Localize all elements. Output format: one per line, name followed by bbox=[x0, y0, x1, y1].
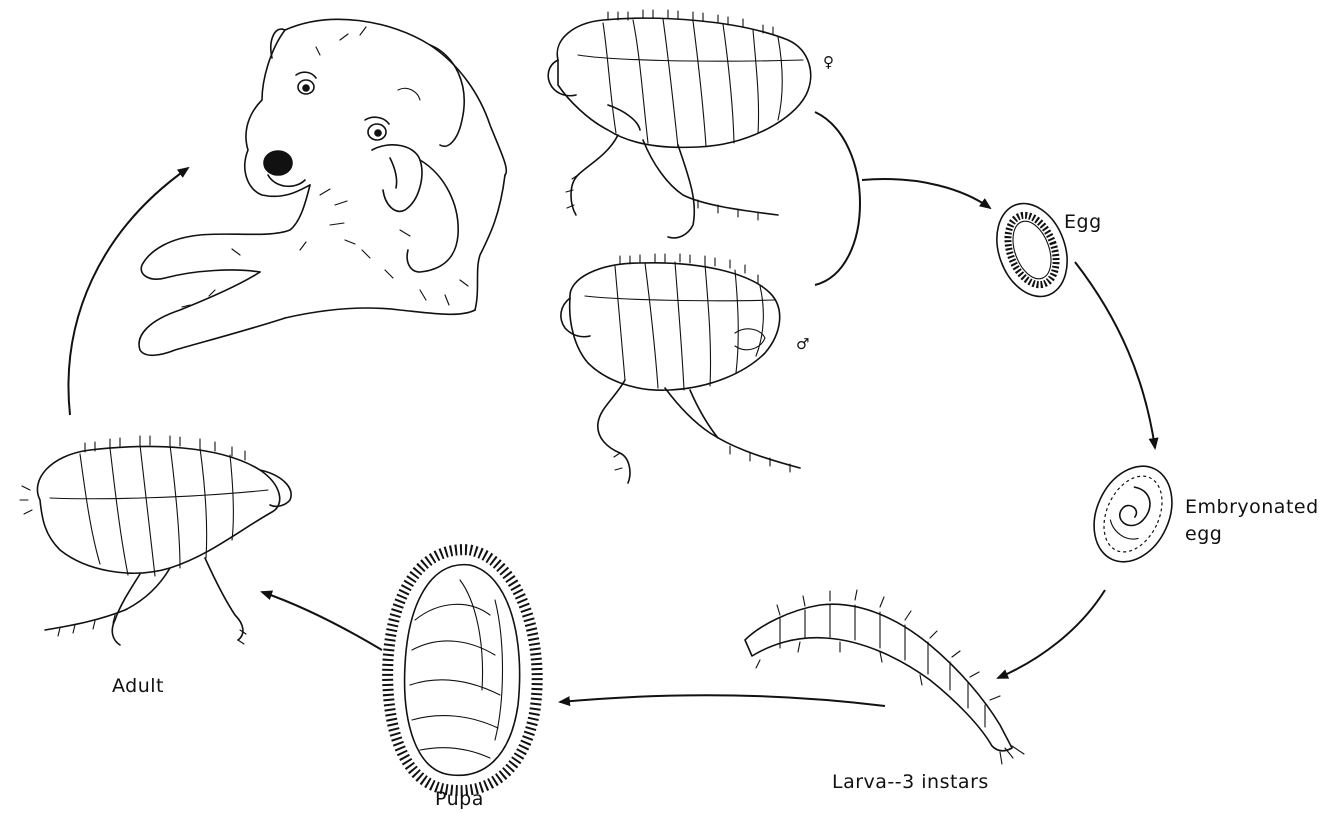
pupa-illustration bbox=[388, 550, 538, 791]
label-pupa: Pupa bbox=[435, 787, 484, 811]
cycle-arrows bbox=[68, 112, 1155, 706]
embryonated-egg-illustration bbox=[1079, 453, 1187, 574]
arrow-adults-to-egg bbox=[815, 112, 860, 285]
arrow-egg-to-embryonated bbox=[1075, 262, 1155, 448]
male-symbol: ♂ bbox=[796, 336, 809, 352]
label-embryonated-line1: Embryonated bbox=[1185, 495, 1319, 519]
arrow-embryonated-to-larva bbox=[998, 590, 1105, 678]
dog-host-illustration bbox=[139, 19, 506, 355]
arrow-larva-to-pupa bbox=[560, 695, 885, 706]
arrow-pupa-to-adult bbox=[262, 592, 382, 650]
arrow-adult-to-dog bbox=[68, 168, 188, 415]
adult-flea-illustration bbox=[20, 436, 291, 645]
female-flea-bristles bbox=[566, 10, 773, 220]
label-embryonated-line2: egg bbox=[1185, 522, 1222, 546]
label-adult: Adult bbox=[112, 674, 164, 698]
larva-illustration bbox=[745, 590, 1024, 764]
larva-bristles bbox=[756, 590, 1024, 764]
arrow-bracket-to-egg bbox=[862, 179, 990, 208]
label-egg: Egg bbox=[1064, 210, 1102, 234]
adult-flea-bristles bbox=[20, 436, 246, 644]
female-flea-illustration bbox=[548, 10, 811, 238]
label-larva: Larva--3 instars bbox=[832, 770, 989, 794]
female-symbol: ♀ bbox=[823, 54, 834, 70]
male-flea-illustration bbox=[561, 254, 800, 483]
